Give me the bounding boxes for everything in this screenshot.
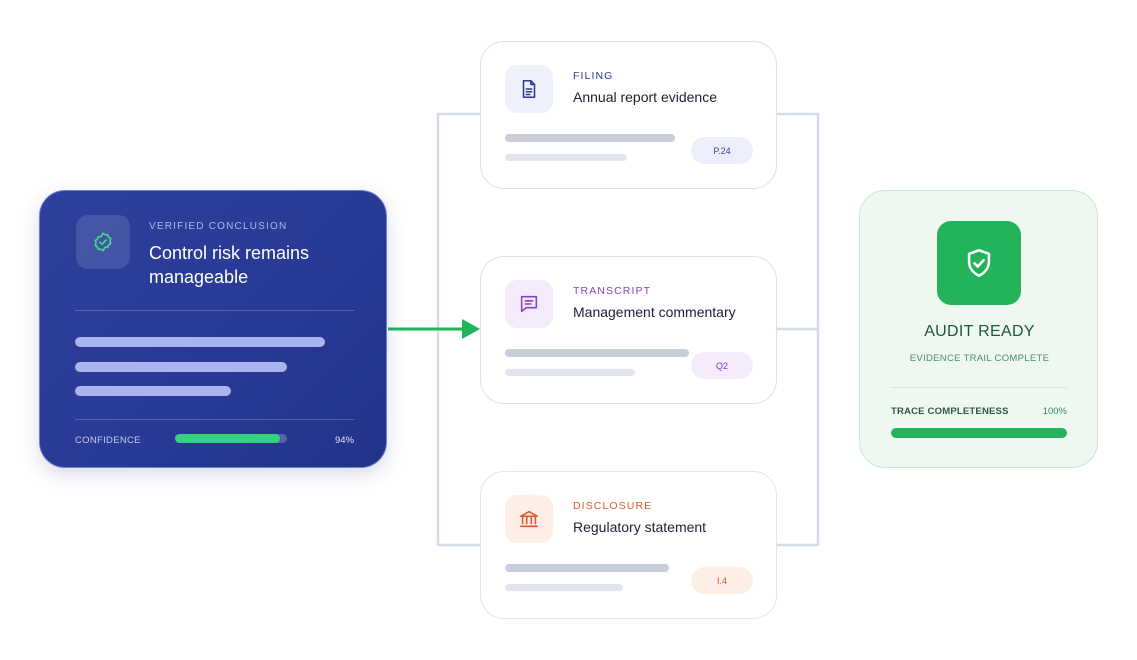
result-divider <box>892 387 1067 388</box>
summary-line <box>75 337 325 347</box>
evidence-card-transcript[interactable]: TRANSCRIPT Management commentary Q2 <box>480 256 777 404</box>
excerpt-line <box>505 134 675 142</box>
document-icon <box>505 65 553 113</box>
audit-ready-card[interactable]: AUDIT READY EVIDENCE TRAIL COMPLETE TRAC… <box>859 190 1098 468</box>
conclusion-divider <box>75 310 354 311</box>
shield-check-icon <box>937 221 1021 305</box>
trace-completeness-value: 100% <box>1042 406 1067 417</box>
excerpt-line <box>505 349 689 357</box>
conclusion-card[interactable]: VERIFIED CONCLUSION Control risk remains… <box>39 190 387 468</box>
result-subtitle: EVIDENCE TRAIL COMPLETE <box>909 353 1050 364</box>
confidence-label: CONFIDENCE <box>75 435 141 446</box>
trace-completeness-label: TRACE COMPLETENESS <box>891 406 1009 417</box>
excerpt-line <box>505 584 623 591</box>
bank-icon <box>505 495 553 543</box>
trace-completeness-bar <box>891 428 1067 438</box>
excerpt-line <box>505 564 669 572</box>
summary-line <box>75 386 231 396</box>
evidence-card-filing[interactable]: FILING Annual report evidence P.24 <box>480 41 777 189</box>
conclusion-title: Control risk remains manageable <box>149 243 310 287</box>
evidence-title: Regulatory statement <box>573 519 707 535</box>
excerpt-line <box>505 154 627 161</box>
summary-line <box>75 362 287 372</box>
quarter-reference-tag: Q2 <box>691 352 753 379</box>
chat-icon <box>505 280 553 328</box>
confidence-bar-fill <box>175 434 281 443</box>
trace-completeness-fill <box>891 428 1067 438</box>
conclusion-kicker: VERIFIED CONCLUSION <box>149 221 288 232</box>
evidence-kicker: FILING <box>573 70 614 82</box>
section-reference-tag: I.4 <box>691 567 753 594</box>
flow-arrow-head <box>462 319 480 339</box>
confidence-value: 94% <box>334 435 354 446</box>
verified-badge-icon <box>76 215 130 269</box>
page-reference-tag: P.24 <box>691 137 753 164</box>
evidence-kicker: DISCLOSURE <box>573 500 653 512</box>
evidence-title: Management commentary <box>573 304 736 320</box>
excerpt-line <box>505 369 635 376</box>
confidence-bar <box>175 434 287 443</box>
conclusion-divider <box>75 419 354 420</box>
evidence-title: Annual report evidence <box>573 89 717 105</box>
evidence-kicker: TRANSCRIPT <box>573 285 652 297</box>
evidence-card-disclosure[interactable]: DISCLOSURE Regulatory statement I.4 <box>480 471 777 619</box>
result-title: AUDIT READY <box>924 323 1035 340</box>
